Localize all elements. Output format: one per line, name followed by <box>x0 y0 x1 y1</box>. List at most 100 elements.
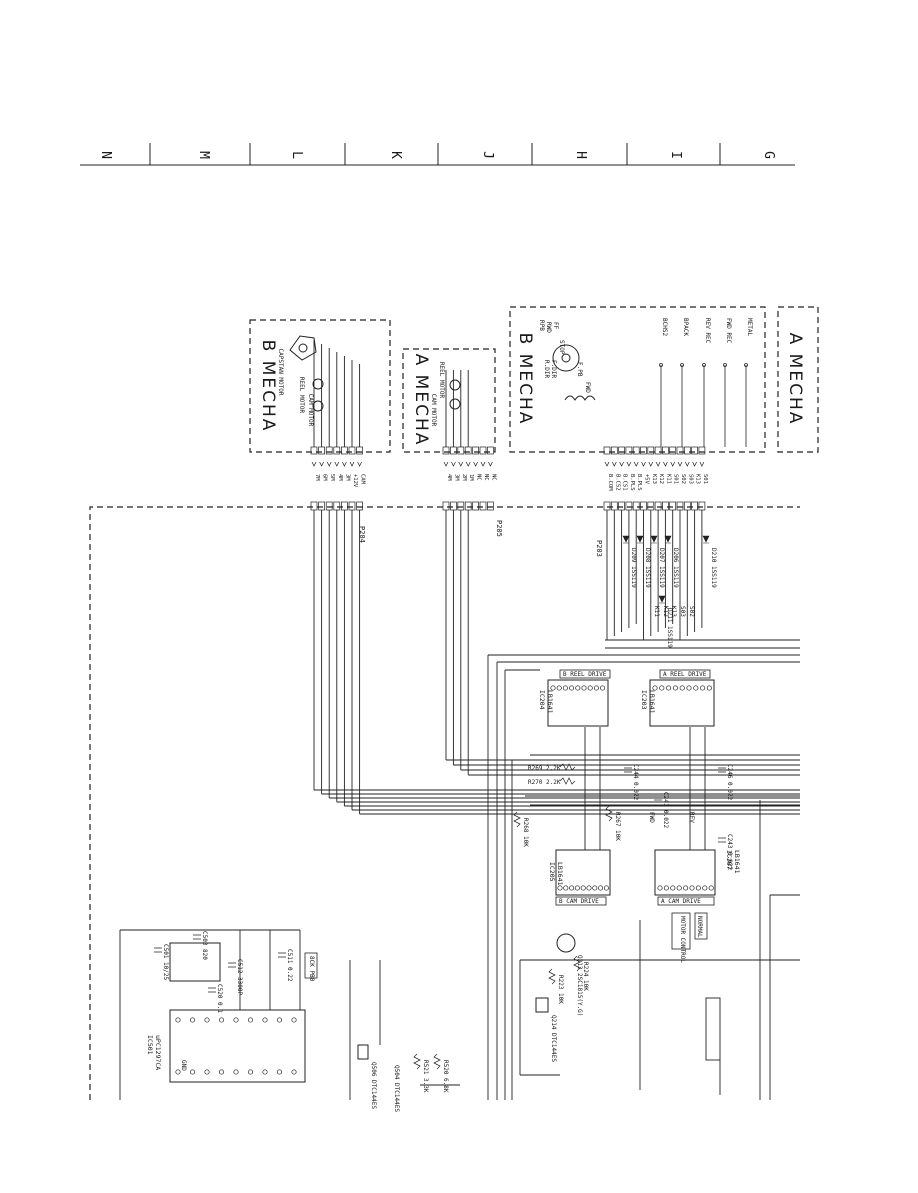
p203-pin-upper <box>691 446 698 455</box>
ic203-pin <box>666 685 672 691</box>
ic205-pin <box>563 885 569 891</box>
diode-net-label: S02 <box>688 606 695 617</box>
a-mecha-main-box <box>777 306 819 453</box>
ic501-pin <box>291 1069 297 1075</box>
p203-pin-label: B.CS1 <box>622 474 628 491</box>
resistor-label: R223 10K <box>557 975 564 1004</box>
p205-pin-label: 2M <box>461 474 467 481</box>
resistor-symbol <box>605 805 613 822</box>
grid-letter-i: I <box>668 151 683 159</box>
ic501-pin <box>276 1069 283 1075</box>
capacitor-symbol <box>193 934 201 940</box>
diode-label: D208 1SS119 <box>644 548 651 588</box>
ic501-pin <box>189 1017 196 1023</box>
p204-pin-label: 7M <box>314 474 320 481</box>
cam-motor-a-symbol <box>449 398 461 410</box>
ic204-pin <box>593 685 599 691</box>
p204-pin-lower <box>356 501 363 511</box>
p205-pin-upper <box>464 446 472 455</box>
ic204-pin <box>587 685 593 691</box>
diode-symbol <box>658 595 666 604</box>
p203-pin-label: B.CS2 <box>614 474 620 491</box>
ic207-pin <box>676 885 682 891</box>
p203-pin-lower <box>610 501 618 511</box>
p203-pin-lower <box>632 501 640 511</box>
p203-pin-lower <box>618 501 625 511</box>
a-mecha-main-label: A MECHA <box>785 333 805 426</box>
q213-symbol <box>556 933 576 953</box>
ic501-pin <box>218 1069 225 1075</box>
p204-pin-upper <box>318 446 325 455</box>
rotary-switch-symbol <box>552 344 580 372</box>
motor-control-title: MOTOR CONTROL <box>679 916 686 963</box>
misc-label: REV <box>688 812 695 823</box>
p205-pin-label: 1M <box>468 474 474 481</box>
p204-pin-lower <box>318 501 325 511</box>
p203-pin-lower <box>647 501 655 511</box>
p203-pin-label: B.PLS <box>636 474 642 491</box>
reel-motor-a-label: REEL MOTOR <box>438 362 445 399</box>
rotary-label: FWD <box>584 382 591 393</box>
transistor-label: Q213 2SC1815(Y.G) <box>576 955 583 1016</box>
a-reel-drive-title: A REEL DRIVE <box>663 671 707 678</box>
p203-pin-lower <box>669 501 677 511</box>
ic501-pin <box>233 1069 239 1075</box>
p205-pin-lower <box>464 501 472 511</box>
diode-label: D207 1SS119 <box>658 548 665 588</box>
ic203-pin <box>652 685 658 691</box>
p203-pin-label: S01 <box>673 474 679 484</box>
ic501-pin <box>218 1017 225 1023</box>
grid-letter-m: M <box>196 151 211 159</box>
ic204-body <box>547 679 609 727</box>
diode-net-label: K11 <box>653 606 660 617</box>
resistor-symbol <box>559 777 576 785</box>
p203-pin-label: B.PLS <box>629 474 635 491</box>
p203-pin-upper <box>625 446 633 455</box>
diode-label: D210 1SS119 <box>710 548 717 588</box>
grid-letters: N M L K J H I G <box>98 151 776 159</box>
grid-ruler <box>80 143 795 166</box>
rotary-label: RWD <box>545 322 552 333</box>
p203-pin-label: S03 <box>687 474 693 484</box>
misc-label: NORMAL <box>696 916 703 938</box>
ic203-pin <box>700 685 706 691</box>
p204-pin-label: CAM <box>360 474 366 485</box>
ic501-pin <box>276 1017 283 1023</box>
ic501-pin <box>262 1069 268 1075</box>
p204-pin-upper <box>333 446 341 455</box>
capacitor-symbol <box>154 947 162 953</box>
ic207-pin <box>683 885 689 891</box>
motors <box>289 335 596 412</box>
p204-pin-lower <box>325 501 333 511</box>
ic501-pin <box>204 1069 210 1075</box>
ic207-pin <box>670 885 676 891</box>
p205-pin-upper <box>457 446 465 455</box>
p204-pin-label: 3M <box>344 474 350 481</box>
p204-pin-upper <box>341 446 348 455</box>
resistor-symbol <box>559 763 576 771</box>
coil-symbol <box>564 395 596 401</box>
b-cam-drive-title: B CAM DRIVE <box>559 898 599 905</box>
capacitor-symbol <box>624 767 632 773</box>
misc-label: FWD <box>648 812 655 823</box>
p203-pin-upper <box>632 446 640 455</box>
b-mecha-motor-box <box>249 319 391 453</box>
p203-pin-label: S02 <box>680 474 686 484</box>
p205-pin-upper <box>487 446 494 455</box>
diode-label: D206 1SS119 <box>672 548 679 588</box>
ic204-pin <box>569 685 575 691</box>
p205-pin-label: NC <box>490 474 496 481</box>
p203-pin-upper <box>640 446 647 455</box>
ic207-label: IC207LB1641 <box>725 850 741 874</box>
p203-pin-label: K11 <box>665 474 671 484</box>
ic-pins <box>175 685 714 1075</box>
p204-pin-lower <box>341 501 348 511</box>
p204-pin-lower <box>348 501 356 511</box>
switch-label: FWD REC <box>725 318 732 344</box>
resistor-label: R520 6.8K <box>442 1060 449 1093</box>
p203-pin-upper <box>654 446 662 455</box>
ic205-pin <box>574 885 580 891</box>
resistor-symbol <box>548 968 556 985</box>
